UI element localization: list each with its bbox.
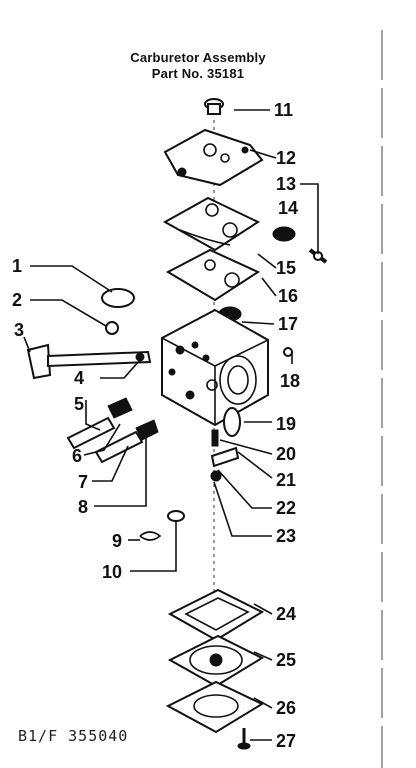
part-10-screen: [167, 510, 185, 522]
part-23-spring: [210, 470, 222, 482]
callout-12: 12: [276, 148, 296, 168]
part-19-o-ring: [223, 407, 241, 437]
part-15-pump-diaphragm: [162, 196, 261, 252]
drawing-code: B1/F 355040: [18, 727, 129, 745]
callout-1: 1: [12, 256, 22, 276]
part-number: Part No. 35181: [151, 66, 245, 81]
callout-24: 24: [276, 604, 296, 624]
part-16-gasket: [165, 248, 261, 302]
carburetor-body: [161, 308, 269, 427]
callout-27: 27: [276, 731, 296, 751]
callout-3: 3: [14, 320, 24, 340]
part-5-adjusting-screw: [66, 397, 133, 450]
callout-2: 2: [12, 290, 22, 310]
callout-23: 23: [276, 526, 296, 546]
part-20-inlet-needle: [211, 429, 219, 447]
part-7-adjusting-screw: [94, 419, 159, 464]
callout-20: 20: [276, 444, 296, 464]
part-25-metering-diaphragm: [167, 634, 265, 688]
callout-11: 11: [274, 100, 293, 120]
callout-6: 6: [72, 446, 82, 466]
callout-5: 5: [74, 394, 84, 414]
callout-labels: 1 2 3 4 5 6 7 8 9 10 11 12 13 14 15 16 1…: [12, 100, 300, 751]
diagram-title: Carburetor Assembly: [130, 50, 266, 65]
part-3-throttle-shaft: [26, 343, 152, 380]
part-9-clip: [139, 531, 162, 541]
callout-26: 26: [276, 698, 296, 718]
callout-14: 14: [278, 198, 298, 218]
part-18-screw: [283, 347, 293, 357]
part-24-gasket: [167, 588, 265, 642]
callout-10: 10: [102, 562, 122, 582]
part-27-screw: [237, 728, 251, 750]
callout-25: 25: [276, 650, 296, 670]
part-12-pump-cover: [163, 128, 264, 187]
callout-9: 9: [112, 531, 122, 551]
callout-21: 21: [276, 470, 296, 490]
callout-16: 16: [278, 286, 298, 306]
callout-15: 15: [276, 258, 296, 278]
callout-7: 7: [78, 472, 88, 492]
part-11-plug: [204, 98, 224, 115]
part-26-metering-cover: [165, 680, 265, 734]
callout-17: 17: [278, 314, 298, 334]
part-1-disc: [101, 288, 135, 308]
callout-13: 13: [276, 174, 296, 194]
callout-22: 22: [276, 498, 296, 518]
callout-8: 8: [78, 497, 88, 517]
part-21-metering-lever: [210, 446, 240, 468]
part-2-washer: [105, 321, 119, 335]
leader-lines: [23, 109, 319, 741]
part-14-inlet-screen: [272, 226, 296, 242]
callout-19: 19: [276, 414, 296, 434]
callout-18: 18: [280, 371, 300, 391]
callout-4: 4: [74, 368, 84, 388]
